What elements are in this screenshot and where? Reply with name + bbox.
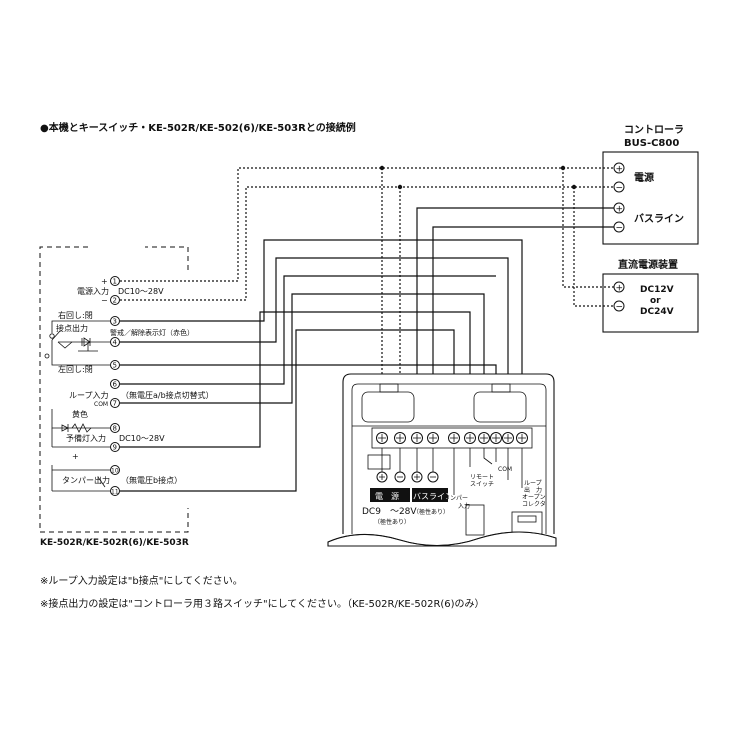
psu-name: 直流電源装置 xyxy=(618,258,678,271)
wire-terminal-11 xyxy=(120,329,455,492)
psu-plus-sign: + xyxy=(616,284,624,294)
unit-com: COM xyxy=(498,466,512,473)
wire-psu-minus xyxy=(573,187,614,307)
psu-voltage-2: DC24V xyxy=(640,307,674,317)
controller-bus-minus-sign: − xyxy=(616,224,624,234)
wire-terminal-4 xyxy=(120,257,509,440)
svg-text:7: 7 xyxy=(113,400,117,408)
note-loop-setting: ※ループ入力設定は"b接点"にしてください。 xyxy=(40,574,243,587)
unit-power-pad xyxy=(370,488,410,502)
wire-power-minus xyxy=(120,186,614,301)
keyswitch-terminals: 1 2 3 4 5 6 7 8 9 10 11 xyxy=(110,276,120,496)
unit-loop-4: コレクタ xyxy=(522,500,546,508)
controller-model: BUS-C800 xyxy=(624,138,679,149)
ks-contact-out: 接点出力 xyxy=(56,323,88,333)
svg-text:9: 9 xyxy=(113,444,117,452)
svg-text:11: 11 xyxy=(111,489,119,496)
unit-dc-spec: DC9 ～28V xyxy=(362,507,417,517)
controller-bus-label: バスライン xyxy=(634,213,684,225)
wire-bus-minus xyxy=(432,226,614,440)
junction-power-plus xyxy=(379,165,385,171)
controller-power-minus-sign: − xyxy=(616,184,624,194)
unit-bus-pad xyxy=(412,488,448,502)
keyswitch-model: KE-502R/KE-502R(6)/KE-503R xyxy=(40,538,189,548)
controller-power-minus-terminal xyxy=(613,181,625,193)
ks-spare-lamp: 予備灯入力 xyxy=(66,433,106,443)
junction-power-minus xyxy=(397,184,403,190)
keyswitch-contact-symbols xyxy=(44,320,110,492)
controller-name: コントローラ xyxy=(624,124,684,136)
svg-text:1: 1 xyxy=(113,278,117,286)
note-contact-setting: ※接点出力の設定は"コントローラ用３路スイッチ"にしてください。（KE-502R… xyxy=(40,597,485,610)
wire-terminal-3 xyxy=(120,239,523,440)
ks-minus-2: − xyxy=(101,296,108,305)
svg-text:5: 5 xyxy=(113,362,117,370)
ks-spare-spec: DC10～28V xyxy=(119,434,165,443)
junction-psu-minus xyxy=(571,184,577,190)
psu-voltage-1: DC12V xyxy=(640,285,674,295)
psu-voltage-or: or xyxy=(650,296,661,306)
ks-loop-in: ループ入力 xyxy=(69,390,109,400)
unit-power-label: 電 源 xyxy=(375,492,399,501)
wire-psu-plus xyxy=(562,168,614,288)
psu-minus-terminal xyxy=(613,300,625,312)
wire-terminal-7 xyxy=(120,293,485,440)
controller-power-label: 電源 xyxy=(634,171,654,184)
unit-terminal-block xyxy=(376,432,528,444)
controller-bus-plus-sign: + xyxy=(616,205,624,215)
wire-bus-plus xyxy=(416,207,614,440)
wire-power-plus xyxy=(120,167,614,282)
psu-minus-sign: − xyxy=(616,303,624,313)
ks-yellow: 黄色 xyxy=(72,409,88,419)
unit-remote-1: リモート xyxy=(470,474,494,481)
unit-loop-2: 出 力 xyxy=(524,486,542,494)
unit-loop-1: ループ xyxy=(524,480,542,487)
controller-power-plus-sign: + xyxy=(616,165,624,175)
unit-tamper-in-1: タンパー xyxy=(444,494,468,502)
svg-text:6: 6 xyxy=(113,381,118,389)
ks-tamper-out: タンパー出力 xyxy=(62,475,110,485)
diagram-title: ●本機とキースイッチ・KE-502R/KE-502(6)/KE-503Rとの接続… xyxy=(40,121,356,134)
unit-polarity-1: （極性あり） xyxy=(374,518,410,526)
ks-com: COM xyxy=(94,401,108,408)
junction-psu-plus xyxy=(560,165,566,171)
svg-text:3: 3 xyxy=(113,318,117,326)
keyswitch-outline xyxy=(39,246,189,533)
unit-tamper-in-2: 入力 xyxy=(458,502,470,510)
unit-polarity-2: （極性あり） xyxy=(413,508,449,516)
ks-power-spec: DC10～28V xyxy=(118,287,164,296)
unit-bus-label: バスライン xyxy=(413,492,453,501)
ks-plus-9: + xyxy=(72,452,79,461)
controller-power-plus-terminal xyxy=(613,162,625,174)
svg-text:10: 10 xyxy=(111,468,119,475)
svg-text:8: 8 xyxy=(113,425,117,433)
svg-text:2: 2 xyxy=(113,297,117,305)
ks-tamper-spec: （無電圧b接点） xyxy=(121,475,182,485)
wire-terminal-6 xyxy=(120,275,496,385)
ks-right-turn: 右回し:閉 xyxy=(58,310,93,320)
ks-left-turn: 左回し:閉 xyxy=(58,364,93,374)
ks-plus-1: + xyxy=(101,277,108,286)
unit-remote-2: スイッチ xyxy=(470,481,494,488)
svg-text:4: 4 xyxy=(113,339,118,347)
main-unit xyxy=(327,373,557,547)
ks-power-in: 電源入力 xyxy=(77,286,109,296)
ks-alarm-lamp: 警戒／解除表示灯（赤色） xyxy=(110,328,194,337)
wire-terminal-9 xyxy=(120,311,471,448)
unit-loop-3: オープン xyxy=(522,494,546,501)
ks-loop-spec: （無電圧a/b接点切替式） xyxy=(121,390,214,400)
